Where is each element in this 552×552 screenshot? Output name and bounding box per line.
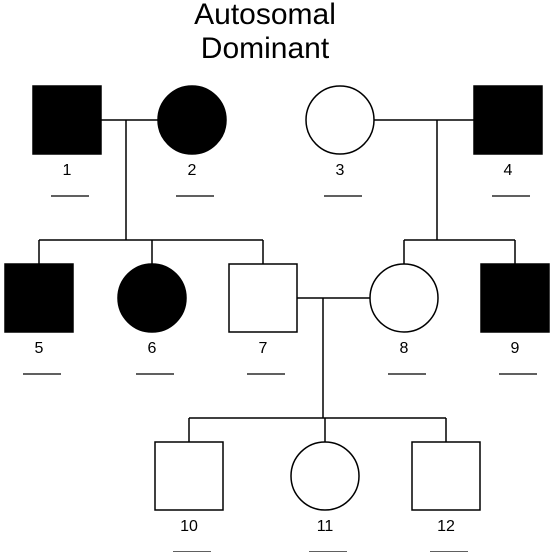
individual-number: 9 (511, 340, 520, 357)
individual-5: 5 (4, 263, 74, 375)
individual-number: 8 (400, 340, 409, 357)
individual-number: 12 (437, 518, 455, 535)
individual-12: 12 (411, 441, 481, 552)
unaffected-male-square (228, 263, 298, 333)
affected-male-square (480, 263, 550, 333)
title-line-1: Autosomal (194, 0, 336, 31)
individual-4: 4 (473, 85, 543, 197)
individual-1: 1 (32, 85, 102, 197)
unaffected-female-circle (369, 263, 439, 333)
individual-number: 2 (188, 162, 197, 179)
individual-3: 3 (305, 85, 375, 197)
individual-number: 7 (259, 340, 268, 357)
unaffected-female-circle (290, 441, 360, 511)
individual-11: 11 (290, 441, 360, 552)
relationship-lines (38, 119, 516, 442)
individual-10: 10 (154, 441, 224, 552)
individual-7: 7 (228, 263, 298, 375)
individual-9: 9 (480, 263, 550, 375)
affected-male-square (32, 85, 102, 155)
individual-number: 1 (63, 162, 72, 179)
individual-number: 10 (180, 518, 198, 535)
individual-2: 2 (157, 85, 227, 197)
individual-number: 3 (336, 162, 345, 179)
individual-6: 6 (117, 263, 187, 375)
unaffected-female-circle (305, 85, 375, 155)
affected-male-square (473, 85, 543, 155)
individual-number: 4 (504, 162, 513, 179)
individual-8: 8 (369, 263, 439, 375)
affected-male-square (4, 263, 74, 333)
unaffected-male-square (154, 441, 224, 511)
individual-number: 11 (317, 518, 334, 535)
affected-female-circle (117, 263, 187, 333)
affected-female-circle (157, 85, 227, 155)
individual-number: 5 (35, 340, 44, 357)
unaffected-male-square (411, 441, 481, 511)
title-line-2: Dominant (201, 32, 330, 65)
individual-number: 6 (148, 340, 157, 357)
